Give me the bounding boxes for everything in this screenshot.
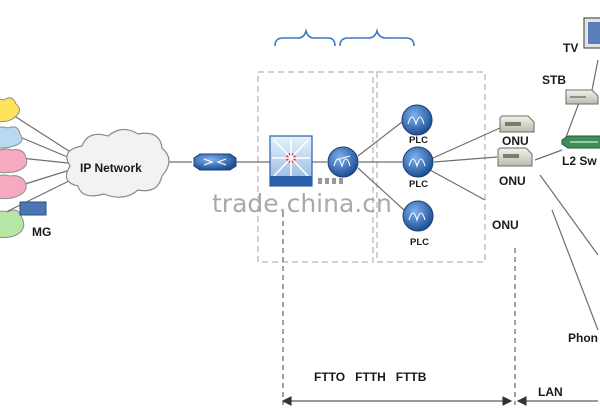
- mg-label: MG: [32, 225, 51, 239]
- cloud-icon: [0, 174, 27, 200]
- olt-dashed-box: [257, 71, 374, 263]
- plc-label-middle: PLC: [409, 179, 428, 190]
- cloud-icon: [0, 126, 23, 149]
- l2-switch-icon: [561, 135, 600, 149]
- plc-splitter-icon: [401, 104, 433, 136]
- connection-lines: [4, 59, 599, 331]
- splitter-port-marks: [318, 178, 343, 184]
- watermark: trade.china.cn: [212, 189, 392, 218]
- l2-switch-label: L2 Sw: [562, 154, 597, 168]
- onu-device-icon: [499, 115, 535, 133]
- fttx-arrow: [281, 396, 513, 406]
- mg-device-icon: [19, 201, 47, 216]
- onu-label-middle: ONU: [499, 174, 526, 188]
- brace-right: [339, 28, 415, 47]
- cloud-icon: [0, 97, 20, 123]
- phone-label: Phon: [568, 331, 598, 345]
- set-top-box-icon: [565, 89, 599, 105]
- onu-label-top: ONU: [502, 134, 529, 148]
- brace-left: [274, 28, 336, 47]
- access-clouds: [0, 97, 28, 239]
- router-icon: [193, 153, 237, 171]
- plc-label-top: PLC: [409, 135, 428, 146]
- fttx-label: FTTO FTTH FTTB: [314, 370, 427, 384]
- plc-label-bottom: PLC: [410, 237, 429, 248]
- ip-network-label: IP Network: [80, 161, 142, 175]
- cloud-icon: [0, 209, 25, 239]
- lan-arrow: [516, 396, 598, 406]
- tv-monitor-icon: [583, 17, 600, 49]
- stb-label: STB: [542, 73, 566, 87]
- plc-splitter-icon: [402, 200, 434, 232]
- onu-label-bottom: ONU: [492, 218, 519, 232]
- onu-device-icon: [497, 147, 533, 167]
- odn-dashed-box: [376, 71, 486, 263]
- splitter-icon: [327, 146, 359, 178]
- ip-network-cloud-icon: [65, 128, 170, 198]
- plc-splitter-icon: [402, 146, 434, 178]
- lan-label: LAN: [538, 385, 563, 399]
- olt-switch-icon: [269, 135, 313, 187]
- cloud-icon: [0, 148, 28, 174]
- tv-label: TV: [563, 41, 578, 55]
